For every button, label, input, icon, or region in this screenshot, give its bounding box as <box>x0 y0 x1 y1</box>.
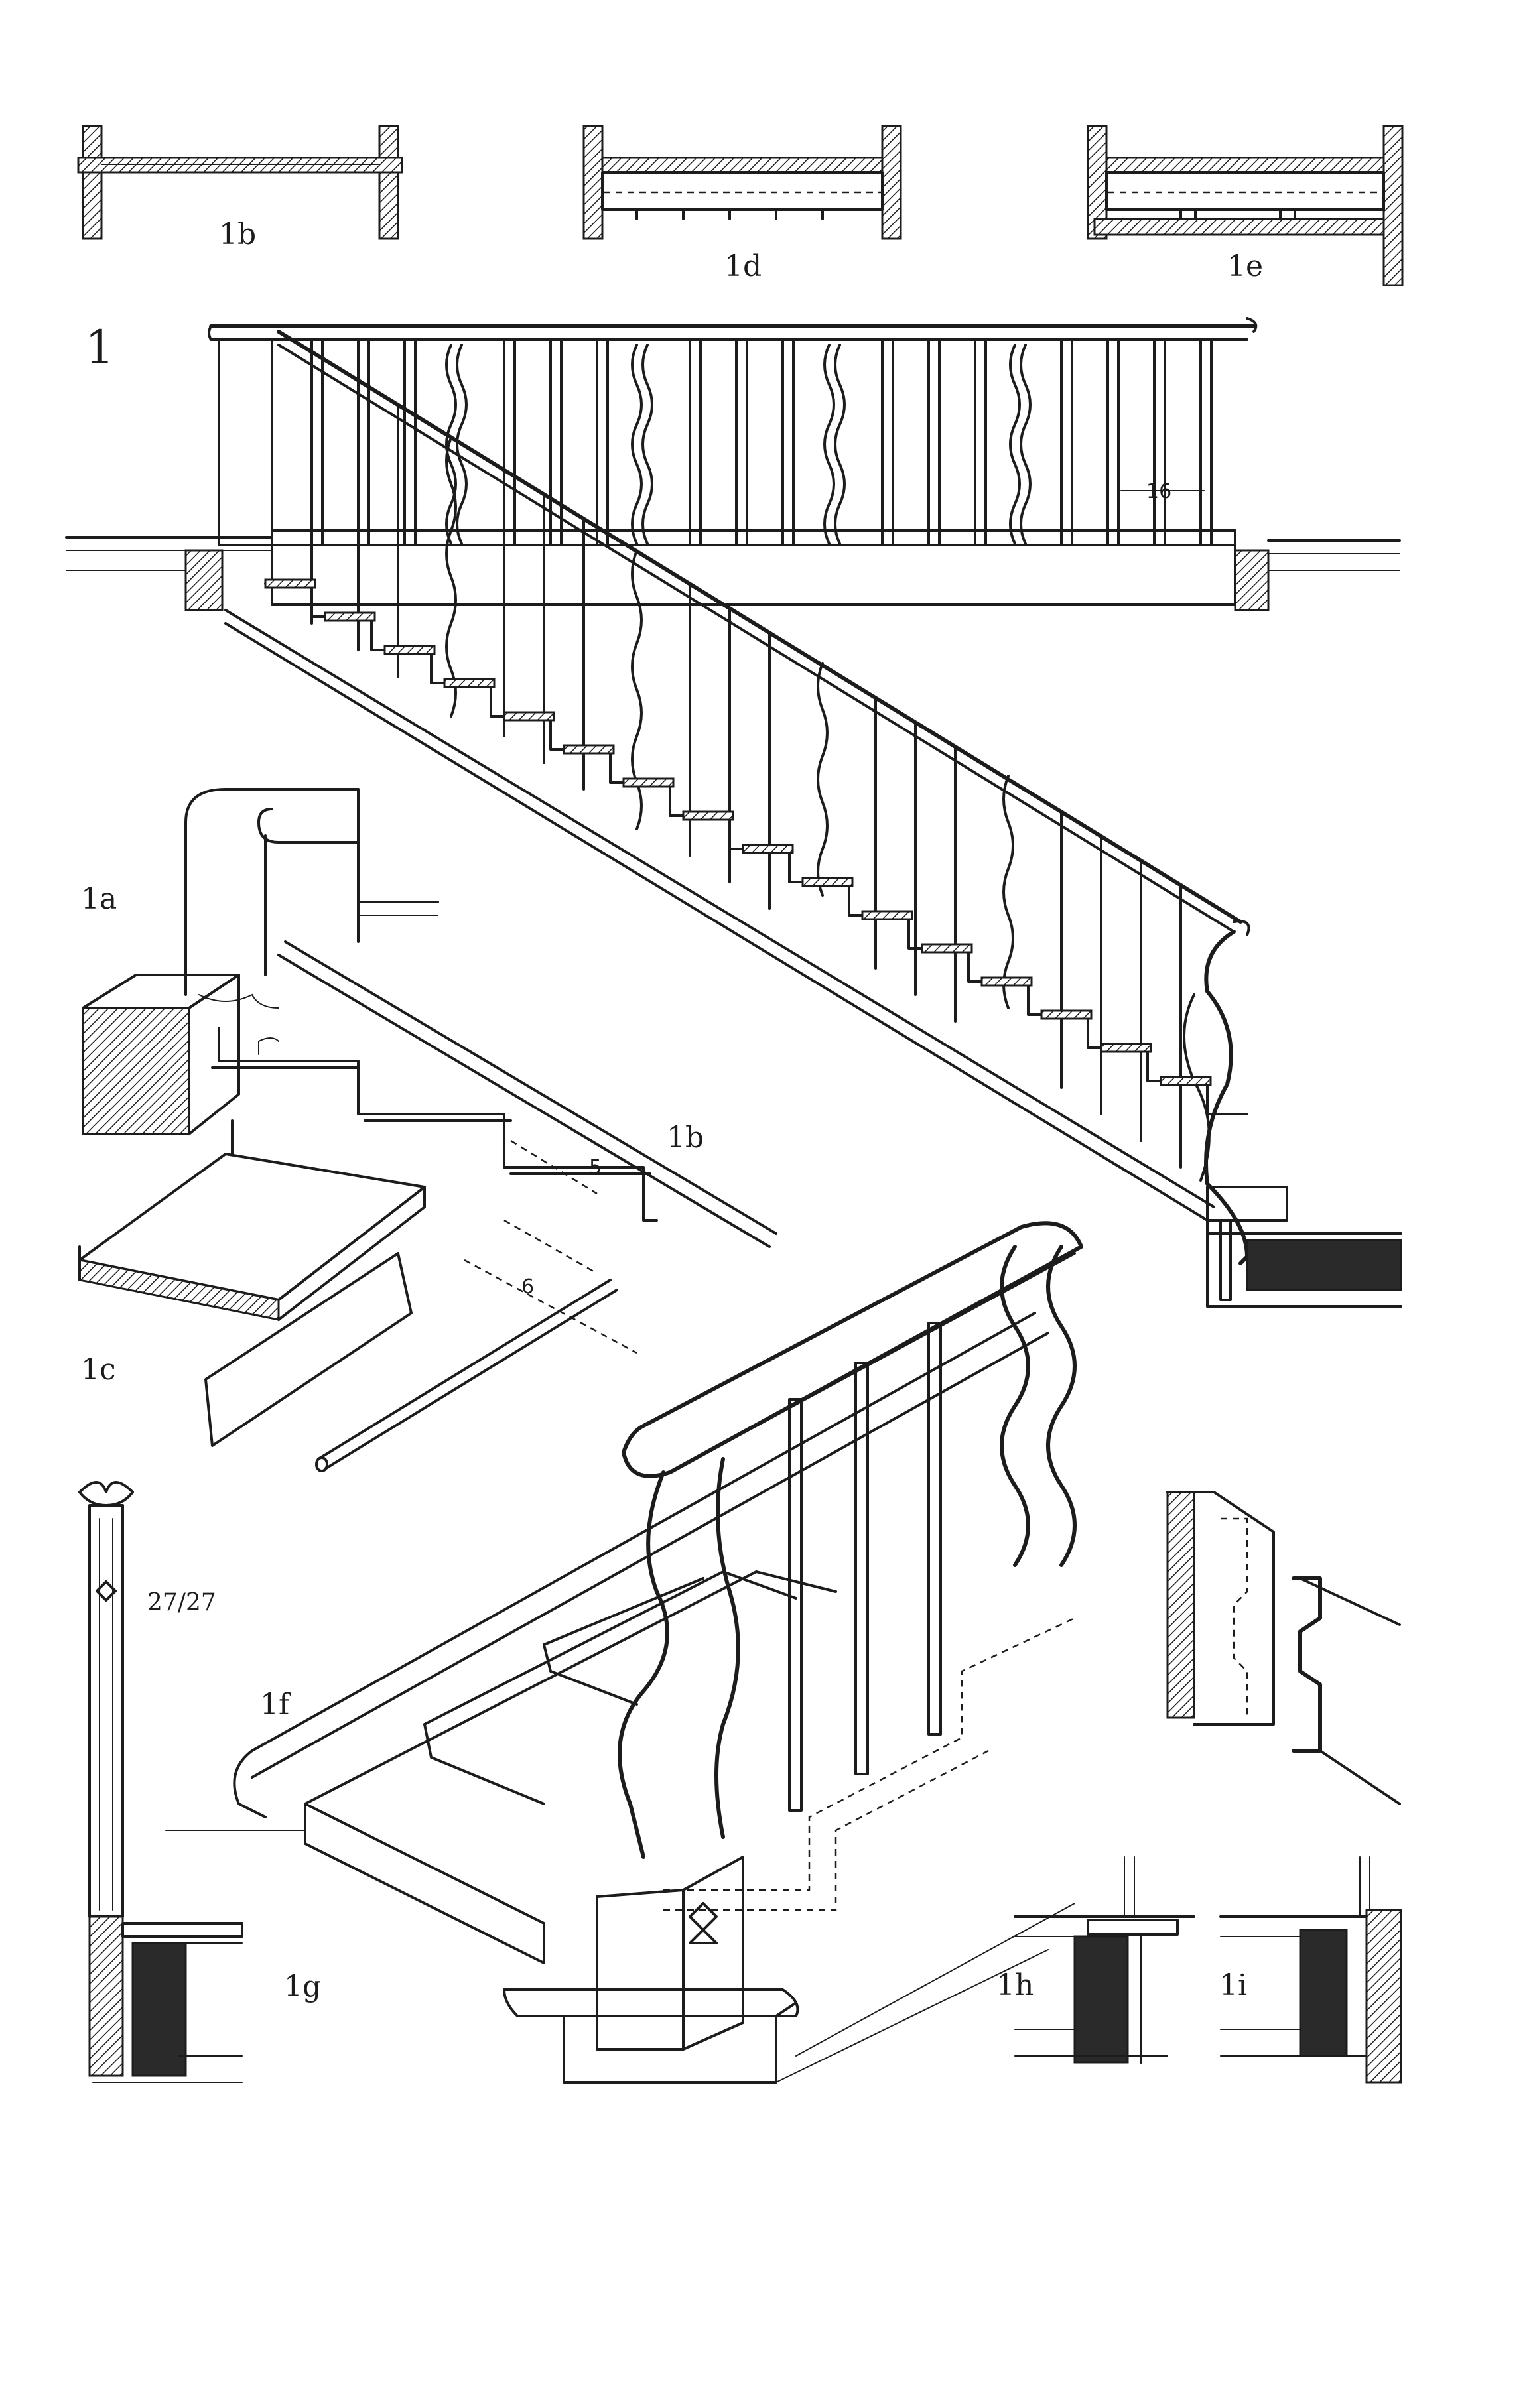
label-1h: 1h <box>996 1968 1034 2002</box>
detail-profile-right <box>1166 1491 1401 1805</box>
label-1c: 1c <box>81 1353 116 1387</box>
label-1b-string: 1b <box>667 1121 704 1155</box>
label-1a: 1a <box>81 882 117 916</box>
section-1e: 1e <box>1087 125 1404 286</box>
label-1e: 1e <box>1227 249 1263 283</box>
dim-tread-lower: 6 <box>521 1275 534 1299</box>
dim-tread-upper: 5 <box>589 1156 602 1179</box>
raking-balusters <box>310 350 1182 1169</box>
detail-1g-post: 27/27 1g <box>78 1481 321 2083</box>
detail-1h: 1h <box>996 1856 1195 2064</box>
label-1f: 1f <box>260 1688 291 1722</box>
section-1b-top: 1b <box>77 125 403 251</box>
label-1d: 1d <box>724 249 762 283</box>
label-1b-top: 1b <box>219 218 256 251</box>
label-1i: 1i <box>1219 1968 1247 2002</box>
stair-steps-elevation <box>224 578 1248 1222</box>
dim-post-size: 27/27 <box>147 1589 216 1616</box>
detail-1i: 1i <box>1219 1856 1402 2084</box>
perspective-balusters <box>788 1322 942 1812</box>
landing-balusters <box>310 338 1213 545</box>
detail-1f-perspective: 1f <box>165 1221 1083 2084</box>
detail-1a-1b-1c: 1a 1b 5 6 <box>78 788 777 1472</box>
section-1d: 1d <box>582 125 902 283</box>
label-1g: 1g <box>284 1970 321 2003</box>
landing-wavy-balusters <box>445 344 1032 545</box>
dim-baluster-spacing: 16 <box>1146 480 1171 503</box>
figure-number-1: 1 <box>85 320 115 375</box>
main-elevation: 16 <box>65 317 1402 1308</box>
